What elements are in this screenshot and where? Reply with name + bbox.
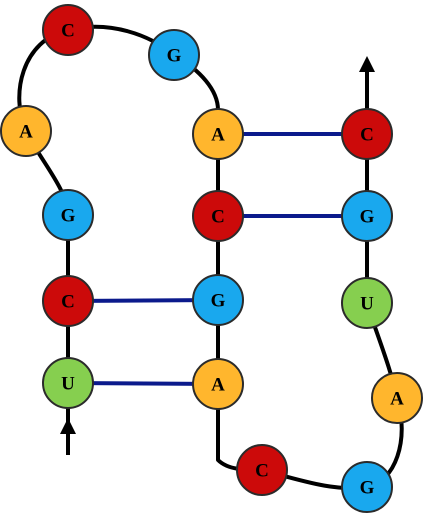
nucleotide-circle	[192, 190, 244, 242]
nucleotide-label: C	[61, 292, 75, 313]
backbone-strand	[17, 24, 404, 491]
nucleotide-circle	[341, 108, 393, 160]
nucleotide-circle	[236, 444, 288, 496]
nucleotide-G: G	[341, 190, 393, 242]
nucleotide-circle	[341, 190, 393, 242]
nucleotide-label: G	[167, 46, 182, 67]
nucleotide-circle	[371, 372, 423, 424]
nucleotide-circle	[42, 275, 94, 327]
nucleotide-label: U	[360, 294, 374, 315]
nucleotide-A: A	[192, 108, 244, 160]
nucleotide-label: C	[255, 461, 269, 482]
nucleotide-C: C	[341, 108, 393, 160]
nucleotide-A: A	[0, 105, 52, 157]
nucleotide-C: C	[42, 4, 94, 56]
nucleotide-circle	[42, 357, 94, 409]
nucleotide-circle	[341, 277, 393, 329]
start-arrow-icon	[60, 418, 76, 455]
nucleotide-circle	[192, 108, 244, 160]
nucleotide-G: G	[148, 29, 200, 81]
nucleotide-A: A	[192, 358, 244, 410]
nucleotide-G: G	[42, 189, 94, 241]
nucleotide-C: C	[192, 190, 244, 242]
nucleotide-circle	[42, 4, 94, 56]
nucleotide-label: U	[61, 374, 75, 395]
nucleotide-G: G	[192, 274, 244, 326]
nucleotide-label: A	[211, 375, 225, 396]
nucleotide-circle	[0, 105, 52, 157]
nucleotide-label: G	[211, 291, 226, 312]
nucleotide-circle	[192, 274, 244, 326]
nucleotide-C: C	[42, 275, 94, 327]
nucleotide-circle	[341, 461, 393, 513]
nucleotide-label: A	[211, 125, 225, 146]
nucleotide-C: C	[236, 444, 288, 496]
nucleotide-label: C	[61, 21, 75, 42]
nucleotide-label: G	[360, 478, 375, 499]
nucleotide-U: U	[341, 277, 393, 329]
nucleotide-circle	[148, 29, 200, 81]
nucleotide-U: U	[42, 357, 94, 409]
nucleotide-label: A	[19, 122, 33, 143]
nucleotide-circle	[42, 189, 94, 241]
nucleotide-label: C	[211, 207, 225, 228]
nucleotide-label: G	[360, 207, 375, 228]
nucleotide-circle	[192, 358, 244, 410]
end-arrow-icon	[359, 56, 375, 108]
nucleotide-label: A	[390, 389, 404, 410]
nucleotide-label: G	[61, 206, 76, 227]
nucleotide-A: A	[371, 372, 423, 424]
nucleotide-label: C	[360, 125, 374, 146]
direction-arrows	[60, 56, 375, 455]
nucleotides: U C G A C G A C G A C G A U G C	[0, 4, 423, 513]
nucleotide-G: G	[341, 461, 393, 513]
